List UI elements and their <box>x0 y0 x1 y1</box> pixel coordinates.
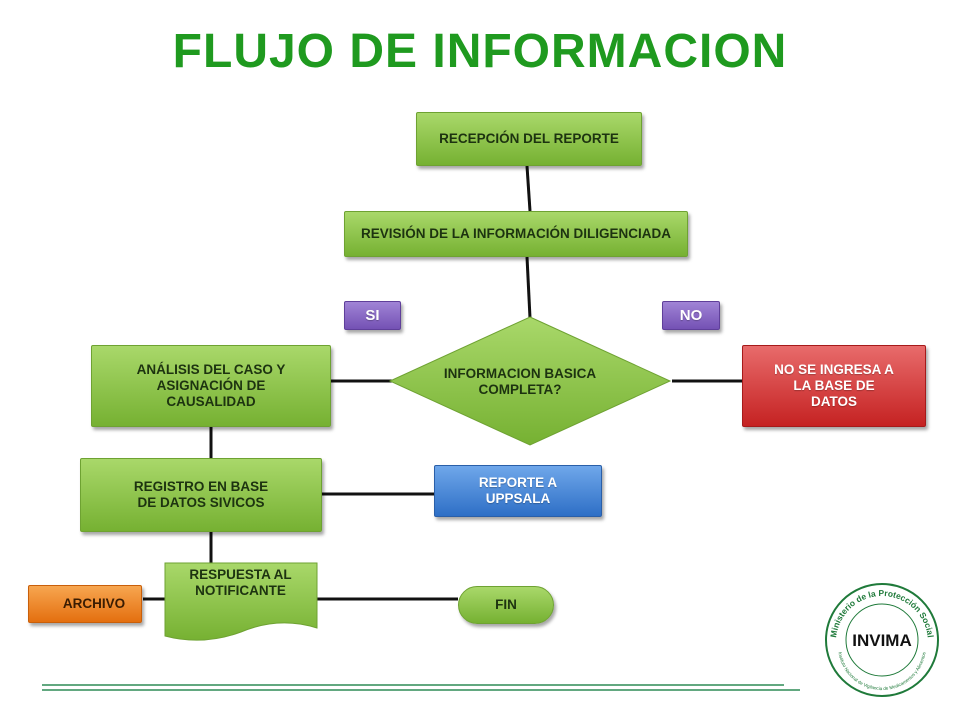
node-respuesta: RESPUESTA AL NOTIFICANTE <box>189 567 292 598</box>
node-reporte-uppsala: REPORTE A UPPSALA <box>434 465 602 517</box>
node-revision: REVISIÓN DE LA INFORMACIÓN DILIGENCIADA <box>344 211 688 257</box>
logo-name: INVIMA <box>852 631 912 650</box>
decision-diamond <box>388 316 672 446</box>
node-analisis: ANÁLISIS DEL CASO Y ASIGNACIÓN DE CAUSAL… <box>91 345 331 427</box>
page-title: FLUJO DE INFORMACION <box>172 25 788 78</box>
node-registro: REGISTRO EN BASE DE DATOS SIVICOS <box>80 458 322 532</box>
node-fin: FIN <box>458 586 554 624</box>
node-decision: INFORMACION BASICA COMPLETA? <box>443 366 597 397</box>
label-si: SI <box>344 301 401 330</box>
label-no: NO <box>662 301 720 330</box>
node-no-ingresa: NO SE INGRESA A LA BASE DE DATOS <box>742 345 926 427</box>
respuesta-document-shape <box>164 562 318 641</box>
connector-revision-decision <box>525 256 532 319</box>
node-recepcion: RECEPCIÓN DEL REPORTE <box>416 112 642 166</box>
node-archivo: ARCHIVO <box>28 585 142 623</box>
invima-logo: Ministerio de la Protección Social Insti… <box>825 583 939 697</box>
connector-recepcion-revision <box>525 165 532 212</box>
